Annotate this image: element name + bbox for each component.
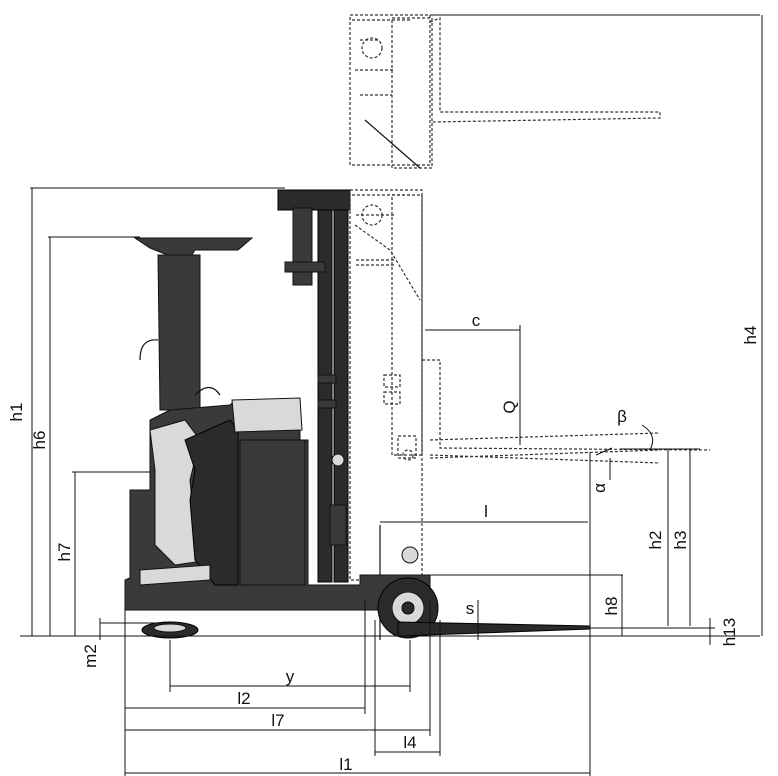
- label-q: Q: [500, 400, 519, 413]
- mast: [277, 189, 351, 583]
- label-s: s: [466, 599, 475, 618]
- label-h2: h2: [646, 531, 665, 550]
- extended-carriage: [349, 189, 711, 640]
- label-y: y: [286, 667, 295, 686]
- label-h1: h1: [7, 403, 26, 422]
- label-c: c: [472, 311, 481, 330]
- label-h7: h7: [55, 543, 74, 562]
- label-l1: l1: [339, 755, 352, 774]
- rear-wheel: [141, 621, 199, 639]
- fork-tines: [397, 621, 591, 637]
- overhead-guard: [133, 237, 254, 411]
- label-m2: m2: [81, 644, 100, 668]
- label-h4: h4: [741, 326, 760, 345]
- vertical-dimensions: [31, 15, 763, 645]
- dimension-labels: h1 h6 h7 m2 y l2 l7 l4 l1 l c Q β α s h8…: [7, 311, 760, 774]
- label-l2: l2: [237, 689, 250, 708]
- label-l: l: [484, 502, 488, 521]
- label-h6: h6: [30, 431, 49, 450]
- label-beta: β: [617, 407, 627, 426]
- chassis: [124, 386, 431, 611]
- label-alpha: α: [590, 483, 609, 493]
- label-h8: h8: [602, 597, 621, 616]
- label-h3: h3: [671, 531, 690, 550]
- extension-lines: [124, 325, 591, 776]
- label-l4: l4: [403, 733, 416, 752]
- raised-fork-carriage: [349, 14, 661, 169]
- label-l7: l7: [271, 711, 284, 730]
- label-h13: h13: [720, 618, 739, 646]
- horizontal-dimensions: [20, 14, 760, 774]
